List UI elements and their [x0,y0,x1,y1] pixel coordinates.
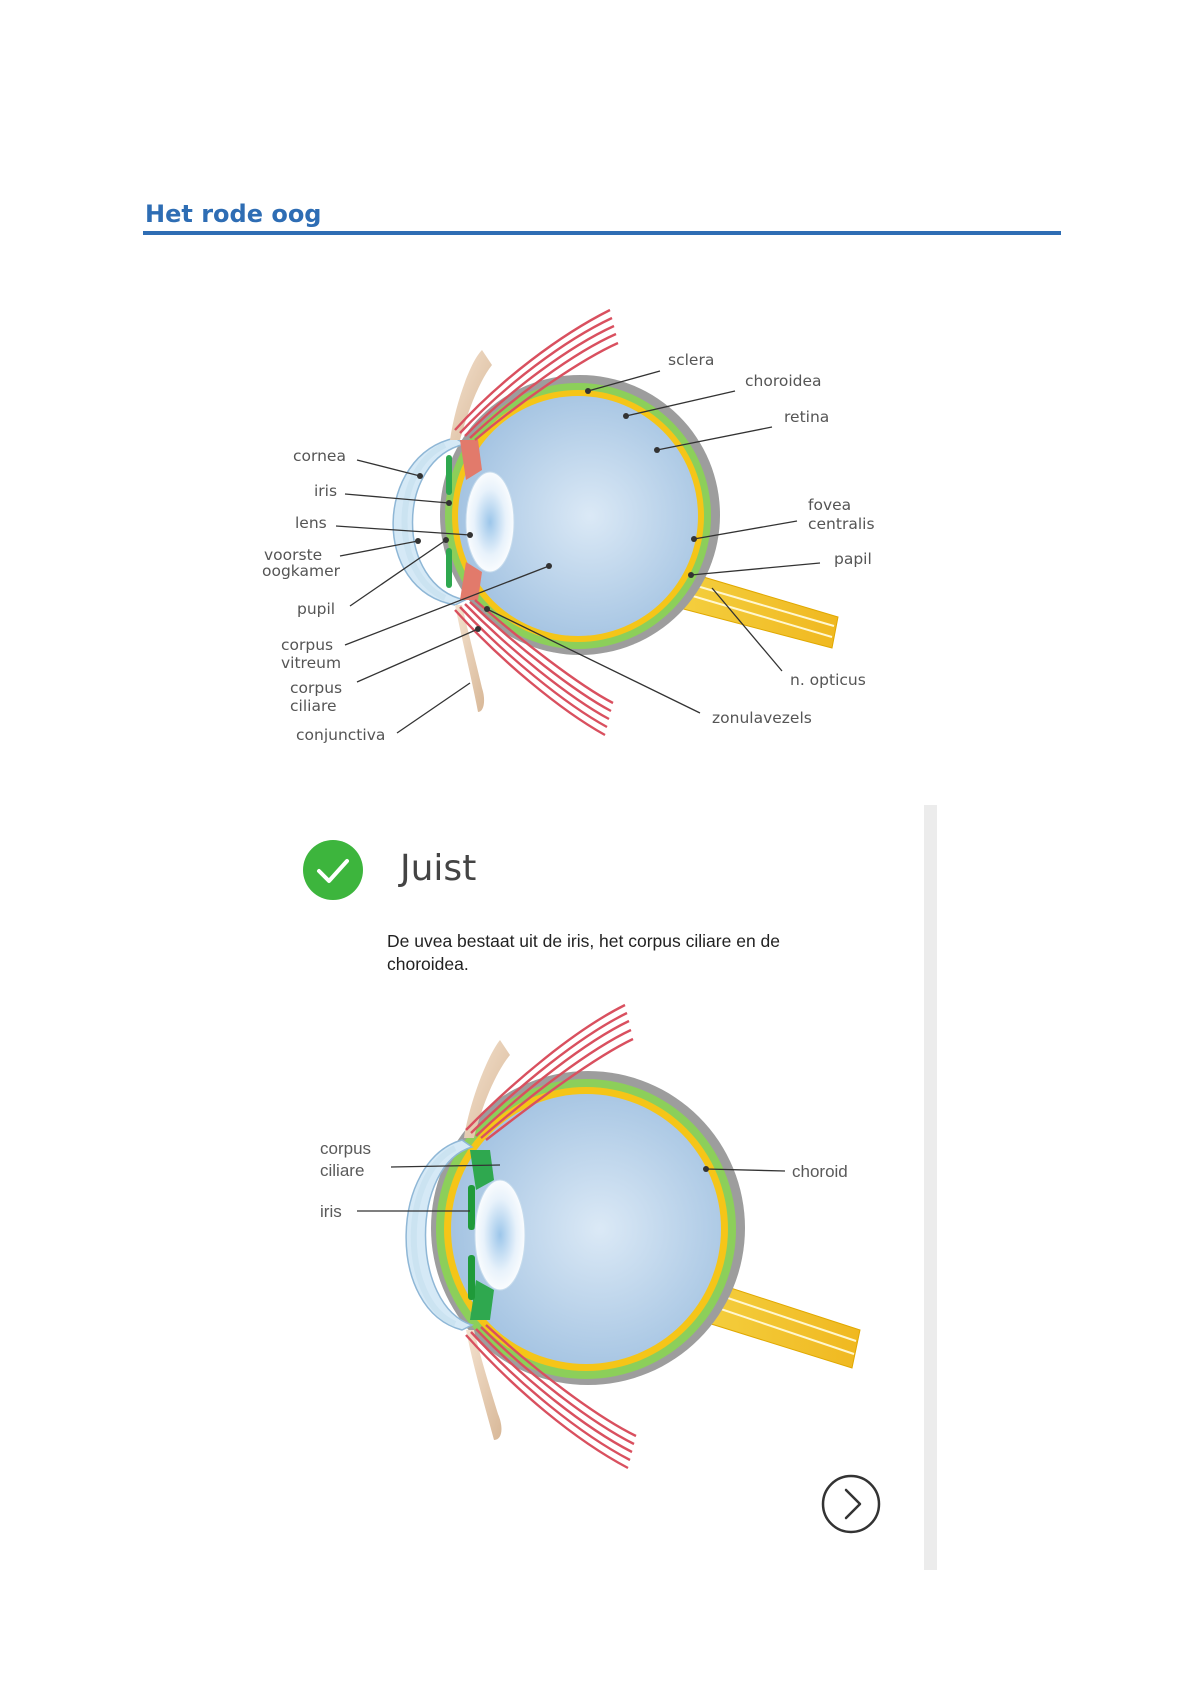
lens-shape-2 [474,1179,526,1291]
label-iris: iris [314,482,337,500]
label-vitreum-line1: corpus [281,636,333,654]
ciliary-body-shape-2 [470,1150,494,1190]
page-title: Het rode oog [145,200,322,228]
label-vitreum-line2: vitreum [281,654,341,672]
label-voorste-line2: oogkamer [262,562,341,580]
upper-muscle-shape [454,308,619,441]
cornea-shape [392,437,468,606]
iris-shape [446,455,452,495]
label-ciliare-line2: ciliare [290,697,337,715]
ciliary-body-shape [460,440,482,480]
label-voorste-line1: voorste [264,546,322,564]
lower-muscle-shape [454,599,614,737]
diagram1-leader-lines [335,370,821,734]
vitreous-shape-2 [451,1094,721,1364]
label-sclera: sclera [668,351,714,369]
vitreous-shape [458,396,698,636]
label-lens: lens [295,514,327,532]
label-zonulavezels: zonulavezels [712,709,812,727]
label-retina: retina [784,408,829,426]
lower-eyelid-shape-2 [466,1330,502,1440]
cornea-shape-2 [405,1139,474,1331]
choroid-shape-2 [436,1079,736,1379]
label-fovea-line2: centralis [808,515,875,533]
label-conjunctiva: conjunctiva [296,726,385,744]
label-n-opticus: n. opticus [790,671,866,689]
label-ciliare-line1: corpus [290,679,342,697]
optic-nerve-shape [671,569,839,649]
result-title: Juist [400,848,477,889]
label-papil: papil [834,550,872,568]
chevron-right-icon [844,1488,862,1520]
check-circle-icon [303,840,363,900]
optic-nerve-shape-2 [691,1277,861,1369]
sclera-shape-2 [431,1071,745,1385]
panel-scrollbar[interactable] [924,805,937,1570]
lower-muscle-shape-2 [465,1324,637,1470]
retina-shape [452,390,704,642]
eye-illustration-2 [405,1003,861,1470]
lens-shape [465,471,515,573]
upper-eyelid-shape-2 [464,1040,510,1138]
eye-illustration-1 [392,308,839,737]
choroid-shape [445,383,711,649]
retina-shape-2 [444,1087,728,1371]
label-choroidea: choroidea [745,372,822,390]
label-cornea: cornea [293,447,346,465]
label-fovea-line1: fovea [808,496,851,514]
upper-muscle-shape-2 [465,1003,634,1141]
label2-ciliare-line1: corpus [320,1139,371,1158]
title-divider [143,231,1061,235]
explanation-text: De uvea bestaat uit de iris, het corpus … [387,931,780,974]
diagram2-leader-lines [357,1164,786,1212]
label2-iris: iris [320,1202,342,1221]
label2-ciliare-line2: ciliare [320,1161,364,1180]
lower-eyelid-shape [455,605,485,712]
label2-choroid: choroid [792,1162,848,1181]
upper-eyelid-shape [450,350,492,440]
next-button[interactable] [820,1473,882,1535]
sclera-shape [440,375,720,655]
iris-shape-2 [468,1185,475,1230]
label-pupil: pupil [297,600,335,618]
